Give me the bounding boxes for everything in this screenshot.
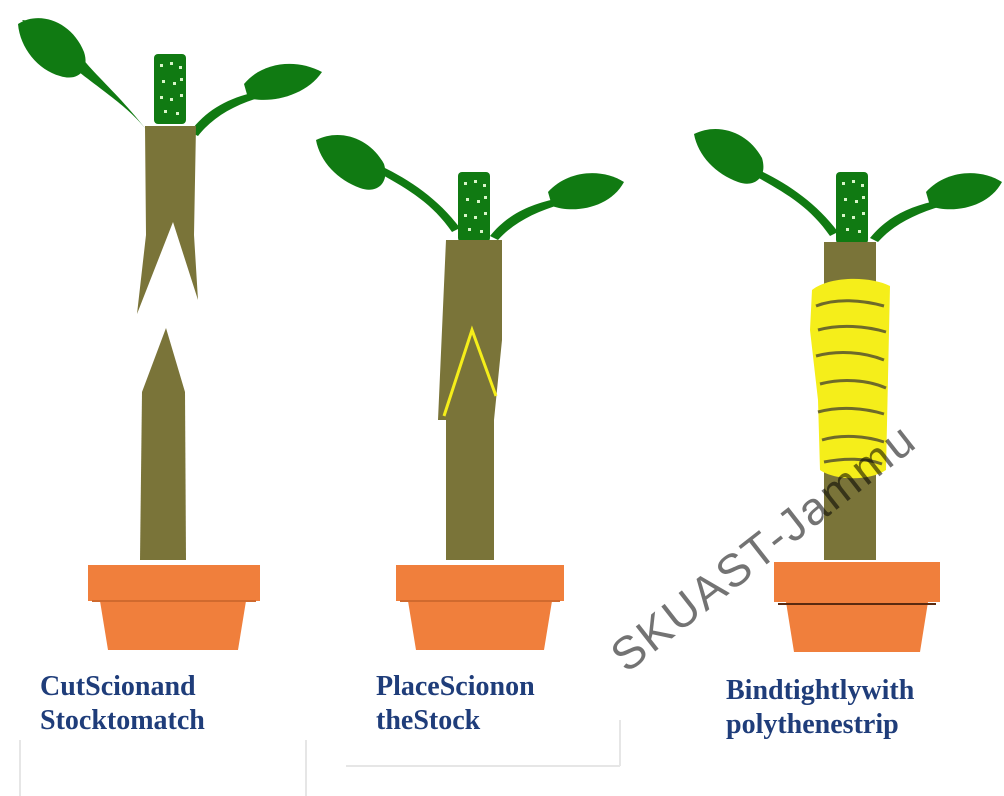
leaf-left-blade <box>316 135 385 190</box>
caption-step-1-line-2: Stocktomatch <box>40 704 205 738</box>
pot-rim <box>774 562 940 602</box>
caption-step-3-line-2: polythenestrip <box>726 708 914 742</box>
caption-step-3: Bindtightlywith polythenestrip <box>726 674 914 742</box>
plant-step-2 <box>316 135 624 650</box>
pot-body <box>408 601 552 650</box>
caption-step-2: PlaceScionon theStock <box>376 670 535 738</box>
caption-step-3-line-1: Bindtightlywith <box>726 674 914 708</box>
leaf-right-stalk <box>190 92 258 136</box>
scion-cut <box>137 126 198 314</box>
pot-body <box>786 602 928 652</box>
caption-step-2-line-2: theStock <box>376 704 535 738</box>
pot-body <box>100 601 246 650</box>
leaf-right-blade <box>244 64 322 100</box>
caption-step-1: CutScionand Stocktomatch <box>40 670 205 738</box>
leaf-right-blade <box>548 173 624 209</box>
leaf-left-stalk <box>748 166 838 236</box>
plant-step-1 <box>18 18 322 650</box>
leaf-right-stalk <box>490 198 562 240</box>
leaf-left-blade <box>18 18 86 77</box>
pot-rim <box>396 565 564 601</box>
pot-rim <box>88 565 260 601</box>
leaf-right-blade <box>926 173 1002 209</box>
joined-stem <box>438 240 502 560</box>
leaf-left-blade <box>694 129 763 184</box>
caption-step-1-line-1: CutScionand <box>40 670 205 704</box>
stock-cut <box>140 328 186 560</box>
caption-step-2-line-1: PlaceScionon <box>376 670 535 704</box>
